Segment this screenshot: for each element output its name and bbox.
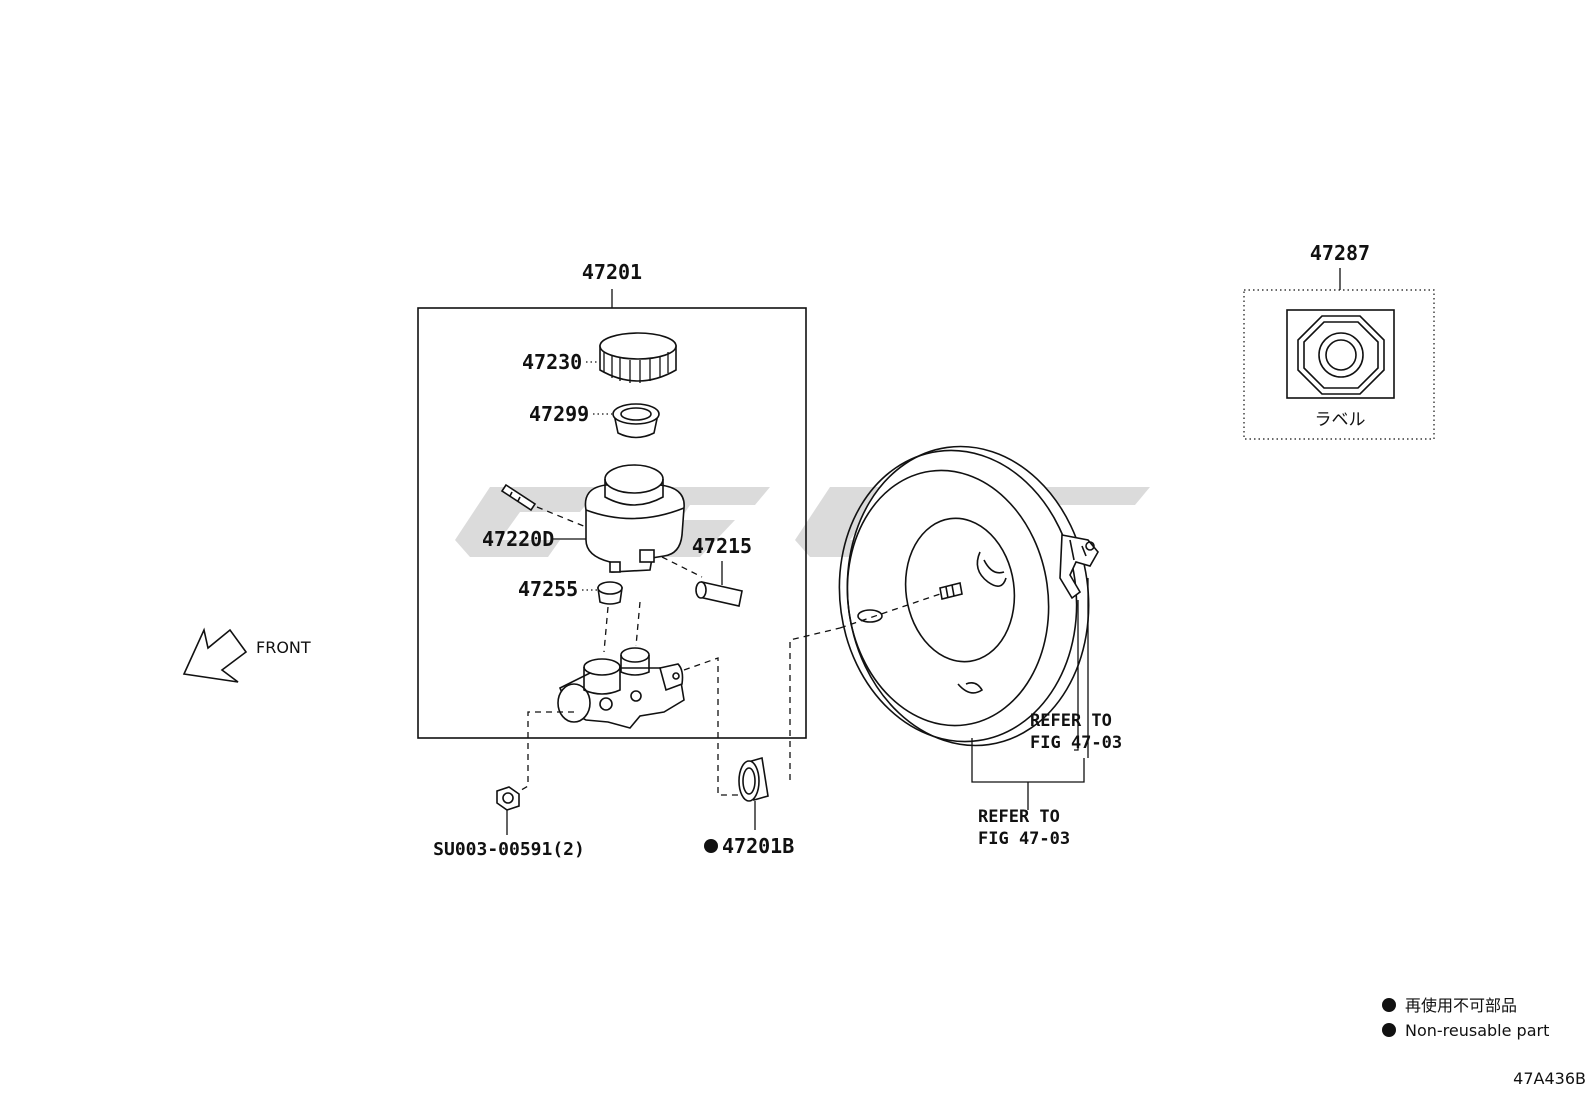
reservoir-part-number[interactable]: 47220D (482, 527, 554, 551)
label-part-number[interactable]: 47287 (1310, 241, 1370, 265)
connector-pin-part-number[interactable]: 47215 (692, 534, 752, 558)
retaining-pin-icon (500, 483, 537, 512)
reservoir-cap-icon (599, 332, 677, 383)
legend: 再使用不可部品 Non-reusable part (1382, 996, 1549, 1040)
nut-part-number[interactable]: SU003-00591(2) (433, 839, 585, 860)
non-reusable-marker-seal (704, 839, 718, 853)
strainer-icon (612, 403, 660, 439)
label-dotted-frame (1243, 289, 1435, 440)
refer-note-upper-line2[interactable]: FIG 47-03 (1030, 733, 1122, 753)
legend-bullet-jp (1382, 998, 1396, 1012)
seal-part-number[interactable]: 47201B (722, 834, 794, 858)
legend-en-text[interactable]: Non-reusable part (1405, 1021, 1549, 1040)
reservoir-tank-icon (584, 464, 685, 573)
seal-ring-icon (738, 756, 769, 802)
flange-nut-icon (496, 786, 520, 811)
front-direction-arrow-icon (182, 627, 248, 683)
grommet-icon (597, 581, 623, 605)
legend-bullet-en (1382, 1023, 1396, 1037)
figure-code[interactable]: 47A436B (1513, 1069, 1586, 1088)
grommet-part-number[interactable]: 47255 (518, 577, 578, 601)
cap-part-number[interactable]: 47230 (522, 350, 582, 374)
refer-note-lower-line1[interactable]: REFER TO (978, 807, 1060, 827)
label-sticker-icon (1286, 309, 1395, 399)
label-part-group: 47287 ラベル (1243, 241, 1435, 440)
refer-note-lower-line2[interactable]: FIG 47-03 (978, 829, 1070, 849)
brake-booster-icon (838, 445, 1099, 747)
refer-note-upper-line1[interactable]: REFER TO (1030, 711, 1112, 731)
strainer-part-number[interactable]: 47299 (529, 402, 589, 426)
assembly-part-number[interactable]: 47201 (582, 260, 642, 284)
legend-jp-text[interactable]: 再使用不可部品 (1405, 996, 1517, 1015)
label-caption[interactable]: ラベル (1315, 410, 1366, 430)
master-cylinder-body-icon (557, 647, 685, 729)
master-cylinder-assembly-group: 47201 47230 47299 47220D (417, 260, 841, 796)
front-label[interactable]: FRONT (256, 638, 311, 657)
connector-pin-icon (695, 581, 743, 607)
